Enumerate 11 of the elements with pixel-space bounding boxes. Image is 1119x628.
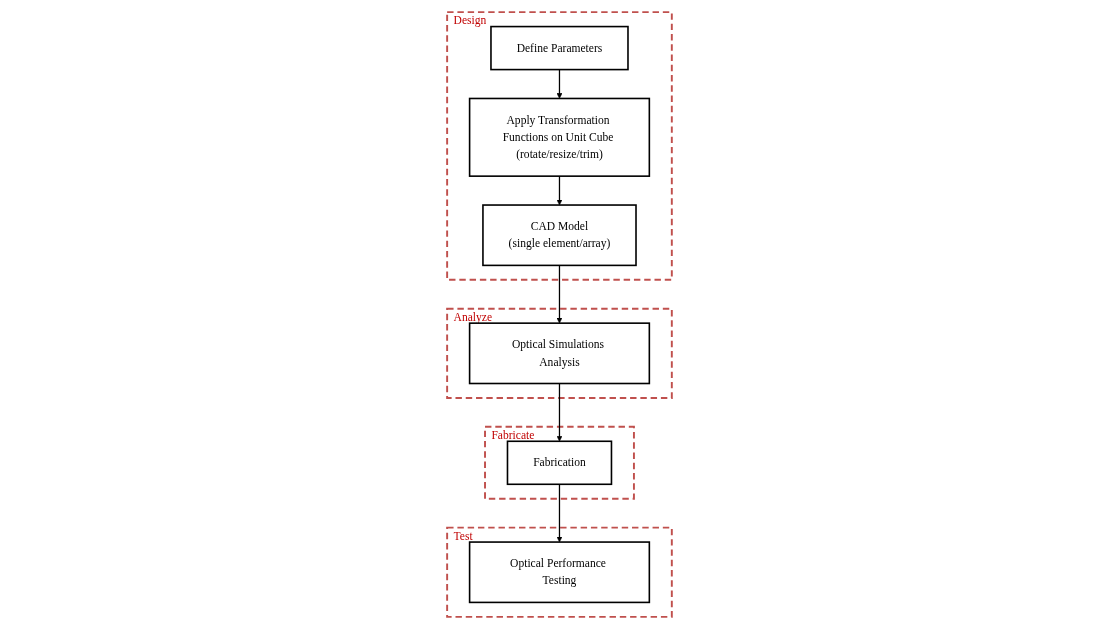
node-box: CAD Model (single element/array): [482, 203, 637, 266]
node-box: Optical Simulations Analysis: [468, 321, 651, 384]
node-box: Fabrication: [506, 439, 613, 485]
arrow: [556, 68, 563, 99]
arrow: [556, 264, 563, 323]
node-box: Apply Transformation Functions on Unit Cube (rotate/resize/trim): [468, 97, 651, 177]
node-box: Define Parameters: [490, 25, 629, 70]
node-box: Optical Performance Testing: [468, 540, 651, 603]
arrow: [556, 175, 563, 205]
arrow: [556, 483, 563, 542]
arrow: [556, 382, 563, 442]
